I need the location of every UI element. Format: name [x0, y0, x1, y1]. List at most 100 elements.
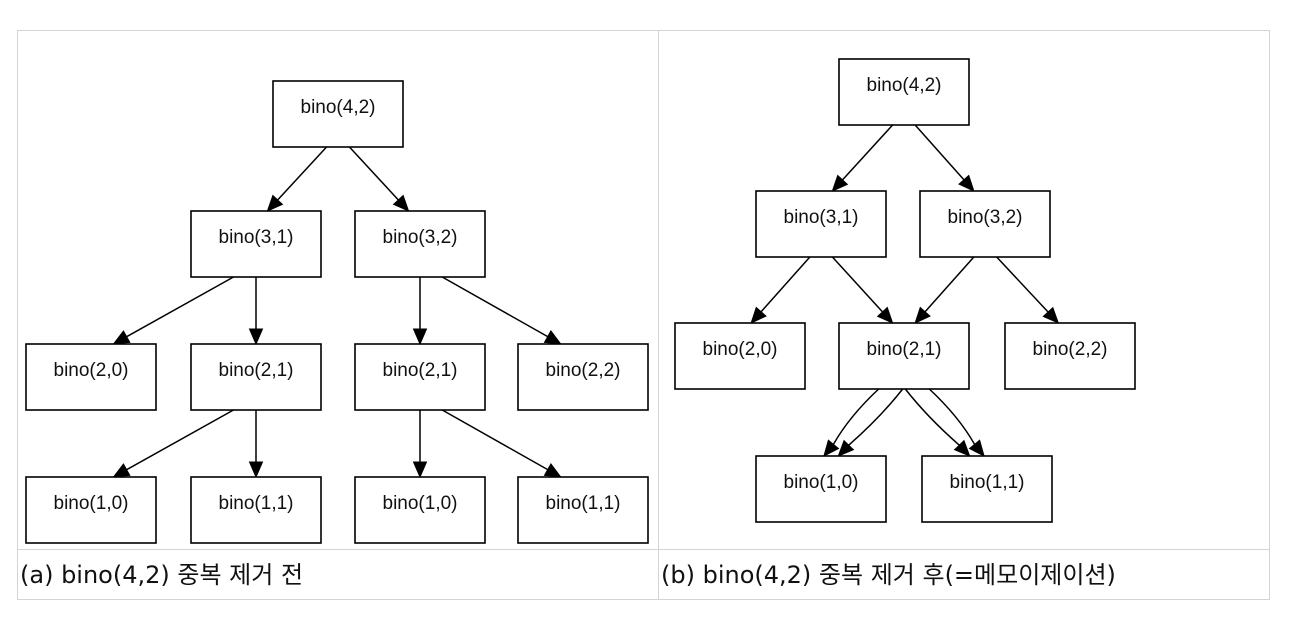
- panel-a-edge-line: [277, 146, 328, 201]
- node-label: bino(2,0): [703, 339, 778, 360]
- panel-b-edge-b-32-to-b-22: [996, 256, 1060, 324]
- node-box: [921, 455, 1053, 523]
- node-a-10L: bino(1,0): [25, 476, 157, 544]
- panel-a-edge-a-31-to-a-20: [112, 276, 234, 345]
- panel-a-caption: (a) bino(4,2) 중복 제거 전: [17, 549, 659, 600]
- node-box: [354, 476, 486, 544]
- panel-b-edge-b-21-to-b-11: [904, 388, 971, 457]
- panel-b-arrowhead: [958, 174, 975, 192]
- node-b-21: bino(2,1): [838, 322, 970, 390]
- panel-b-edge-line: [914, 124, 965, 181]
- panel-b-edges: [750, 124, 1060, 457]
- node-label: bino(3,1): [784, 207, 859, 228]
- node-box: [1004, 322, 1136, 390]
- panel-a-arrowhead: [266, 194, 284, 212]
- panel-a-edge-a-31-to-a-21L: [248, 277, 264, 346]
- panel-a-edge-line: [441, 409, 549, 471]
- node-label: bino(3,2): [383, 227, 458, 248]
- panel-b-arrowhead: [837, 439, 855, 457]
- node-a-21R: bino(2,1): [354, 343, 486, 411]
- node-b-22: bino(2,2): [1004, 322, 1136, 390]
- node-label: bino(1,1): [950, 472, 1025, 493]
- panel-b-edge-line: [848, 388, 904, 446]
- node-label: bino(2,2): [546, 360, 621, 381]
- panel-b-cell: bino(4,2) bino(3,1) bino(3,2) bino(2,0) bino…: [658, 30, 1270, 550]
- panel-b-diagram: bino(4,2) bino(3,1) bino(3,2) bino(2,0) bino…: [674, 58, 1136, 523]
- panel-a-arrowhead: [248, 328, 264, 346]
- panel-b-edge-b-21-to-b-10: [823, 388, 880, 457]
- node-label: bino(3,1): [219, 227, 294, 248]
- panel-a-edge-a-21L-to-a-10L: [112, 409, 234, 478]
- node-b-10: bino(1,0): [755, 455, 887, 523]
- panel-b-edge-line: [760, 256, 811, 313]
- panel-a-edge-line: [348, 146, 399, 201]
- panel-b-edge-b-31-to-b-20: [750, 256, 811, 324]
- panel-b-caption: (b) bino(4,2) 중복 제거 후(=메모이제이션): [658, 549, 1270, 600]
- node-label: bino(1,0): [784, 472, 859, 493]
- panel-b-arrowhead: [876, 306, 894, 324]
- panel-b-arrowhead: [750, 306, 767, 324]
- panel-a-edge-line: [126, 276, 234, 338]
- panel-b-edge-line: [832, 388, 880, 445]
- node-a-22: bino(2,2): [517, 343, 649, 411]
- node-box: [755, 455, 887, 523]
- node-label: bino(2,0): [54, 360, 129, 381]
- panel-a-arrowhead: [412, 461, 428, 479]
- panel-a-arrowhead: [543, 463, 562, 478]
- panel-b-edge-b-root-to-b-31: [831, 124, 894, 192]
- node-box: [674, 322, 806, 390]
- node-a-31: bino(3,1): [190, 210, 322, 278]
- panel-a-edges: [112, 146, 562, 479]
- node-box: [755, 190, 887, 258]
- panel-b-edge-b-21-to-b-10: [837, 388, 904, 457]
- panel-b-edge-line: [841, 124, 894, 181]
- node-a-21L: bino(2,1): [190, 343, 322, 411]
- panel-b-edge-line: [904, 388, 960, 446]
- panel-a-arrowhead: [392, 194, 410, 212]
- panel-b-arrowhead: [914, 306, 931, 324]
- panel-b-edge-line: [928, 388, 976, 445]
- panel-b-edge-b-21-to-b-11: [928, 388, 985, 457]
- node-a-11L: bino(1,1): [190, 476, 322, 544]
- panel-a-arrowhead: [248, 461, 264, 479]
- node-label: bino(2,2): [1033, 339, 1108, 360]
- node-a-root: bino(4,2): [272, 80, 404, 148]
- panel-b-nodes: bino(4,2) bino(3,1) bino(3,2) bino(2,0) bino…: [674, 58, 1136, 523]
- node-b-31: bino(3,1): [755, 190, 887, 258]
- node-box: [25, 343, 157, 411]
- node-box: [354, 210, 486, 278]
- node-box: [838, 322, 970, 390]
- panel-a-arrowhead: [543, 330, 562, 345]
- node-box: [190, 343, 322, 411]
- figure-table: bino(4,2) bino(3,1) bino(3,2) bino(2,0) bino…: [17, 30, 1270, 600]
- node-box: [190, 210, 322, 278]
- node-label: bino(3,2): [948, 207, 1023, 228]
- node-label: bino(1,1): [219, 493, 294, 514]
- node-box: [25, 476, 157, 544]
- panel-a-edge-a-32-to-a-21R: [412, 277, 428, 346]
- node-b-32: bino(3,2): [919, 190, 1051, 258]
- panel-a-arrowhead: [112, 330, 131, 345]
- node-label: bino(2,1): [867, 339, 942, 360]
- node-box: [517, 343, 649, 411]
- panel-a-nodes: bino(4,2) bino(3,1) bino(3,2) bino(2,0) bino…: [25, 80, 649, 544]
- panel-a-edge-a-21L-to-a-11L: [248, 410, 264, 479]
- panel-b-arrowhead: [968, 439, 985, 457]
- panel-a-edge-line: [441, 276, 549, 338]
- node-a-20: bino(2,0): [25, 343, 157, 411]
- panel-b-edge-b-root-to-b-32: [914, 124, 975, 192]
- node-box: [838, 58, 970, 126]
- node-label: bino(4,2): [867, 75, 942, 96]
- node-label: bino(1,0): [383, 493, 458, 514]
- node-label: bino(1,0): [54, 493, 129, 514]
- node-label: bino(1,1): [546, 493, 621, 514]
- panel-b-arrowhead: [953, 439, 971, 457]
- node-box: [919, 190, 1051, 258]
- node-b-11: bino(1,1): [921, 455, 1053, 523]
- panel-a-edge-a-root-to-a-31: [266, 146, 328, 212]
- node-label: bino(2,1): [219, 360, 294, 381]
- node-label: bino(4,2): [301, 97, 376, 118]
- panel-a-edge-line: [126, 409, 234, 471]
- panel-b-arrowhead: [831, 174, 849, 192]
- node-box: [272, 80, 404, 148]
